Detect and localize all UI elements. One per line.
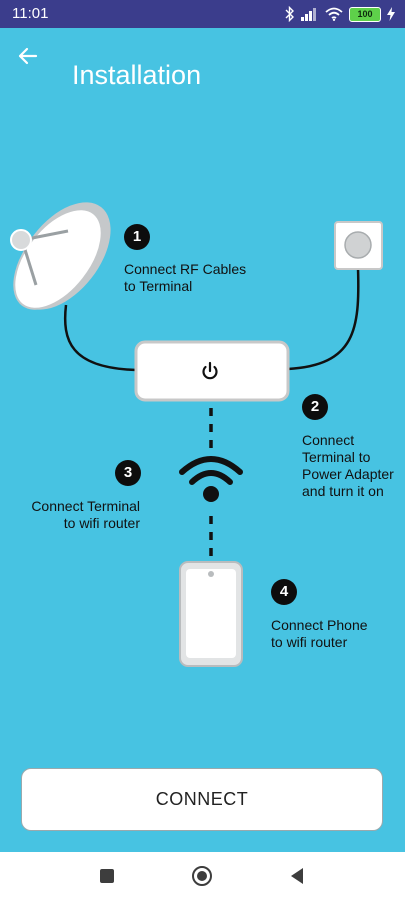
battery-icon: 100: [349, 6, 381, 22]
power-socket-icon: [334, 221, 383, 270]
status-time: 11:01: [12, 5, 49, 22]
power-icon: [202, 361, 218, 380]
step-1-badge: 1: [124, 224, 150, 250]
page-title: Installation: [72, 60, 202, 91]
arrow-left-icon[interactable]: [14, 42, 42, 70]
back-triangle-icon[interactable]: [285, 864, 309, 888]
step-2-badge: 2: [302, 394, 328, 420]
square-icon[interactable]: [95, 864, 119, 888]
wifi-router-icon: [179, 456, 243, 502]
wifi-icon: [325, 7, 343, 21]
satellite-dish-icon: [10, 202, 111, 310]
connect-button[interactable]: CONNECT: [21, 768, 383, 831]
installation-diagram: [10, 202, 383, 667]
step-4-badge: 4: [271, 579, 297, 605]
home-circle-icon[interactable]: [190, 864, 214, 888]
step-3-badge: 3: [115, 460, 141, 486]
app-bar: Installation: [0, 28, 405, 91]
power-cable: [287, 267, 360, 371]
status-bar: 11:01 100: [0, 0, 405, 28]
terminal-device: [134, 340, 290, 402]
system-nav-bar: [0, 852, 405, 900]
step-3-text: Connect Terminal to wifi router: [31, 498, 140, 531]
phone-device: [179, 561, 243, 667]
step-2-text: Connect Terminal to Power Adapter and tu…: [302, 432, 394, 499]
status-icons: 100: [285, 4, 395, 24]
step-1-text: Connect RF Cables to Terminal: [124, 261, 247, 294]
step-4-text: Connect Phone to wifi router: [271, 617, 368, 650]
bluetooth-icon: [285, 6, 294, 22]
signal-icon: [301, 8, 316, 21]
rf-cable: [63, 304, 137, 372]
charging-icon: [387, 7, 395, 21]
